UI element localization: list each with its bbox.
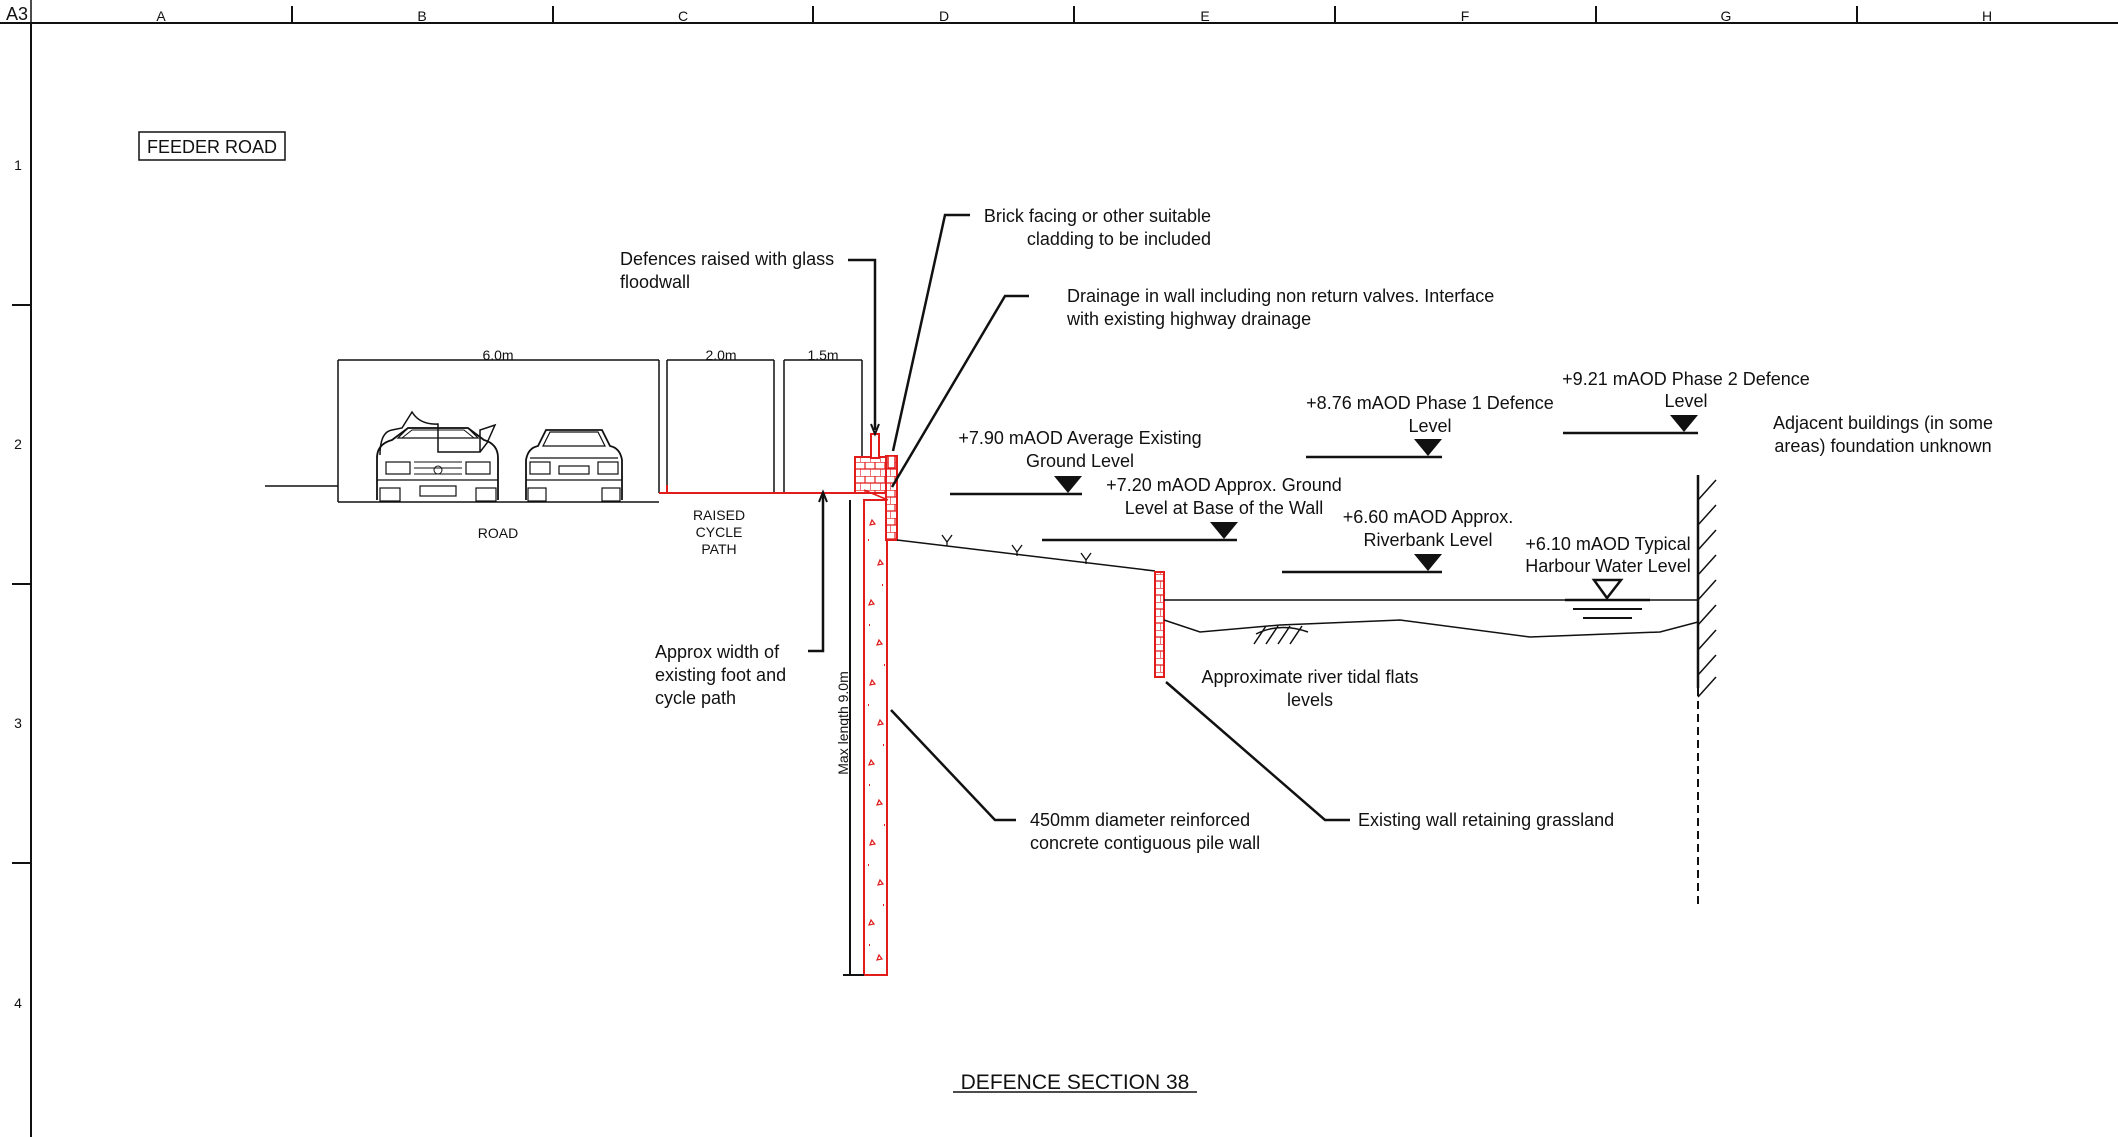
- row-label: 4: [14, 995, 22, 1011]
- row-label: 1: [14, 157, 22, 173]
- column-label: A: [156, 8, 166, 24]
- svg-text:Defences raised with glass: Defences raised with glass: [620, 249, 834, 269]
- column-label: G: [1721, 8, 1732, 24]
- column-label: D: [939, 8, 949, 24]
- drawing-title: DEFENCE SECTION 38: [953, 1071, 1197, 1094]
- svg-text:Ground Level: Ground Level: [1026, 451, 1134, 471]
- svg-text:cladding to be included: cladding to be included: [1027, 229, 1211, 249]
- column-label: B: [417, 8, 426, 24]
- column-grid: A B C D E F G H: [156, 6, 1992, 24]
- svg-text:FEEDER ROAD: FEEDER ROAD: [147, 137, 277, 157]
- ground-surface: [896, 534, 1156, 572]
- level-marker-phase2: [1563, 415, 1698, 435]
- level-marker-riverbank: [1282, 554, 1442, 574]
- svg-text:Level: Level: [1408, 416, 1451, 436]
- svg-text:floodwall: floodwall: [620, 272, 690, 292]
- callout-drainage: Drainage in wall including non return va…: [1066, 286, 1494, 329]
- svg-text:concrete contiguous pile wall: concrete contiguous pile wall: [1030, 833, 1260, 853]
- svg-text:+7.90 mAOD Average Existing: +7.90 mAOD Average Existing: [958, 428, 1201, 448]
- level-text-riverbank: +6.60 mAOD Approx. Riverbank Level: [1343, 507, 1514, 550]
- svg-text:Brick facing or other suitable: Brick facing or other suitable: [984, 206, 1211, 226]
- level-marker-avg-ground: [950, 476, 1082, 496]
- level-text-phase2: +9.21 mAOD Phase 2 Defence Level: [1562, 369, 1810, 411]
- svg-text:levels: levels: [1287, 690, 1333, 710]
- svg-text:+9.21 mAOD Phase 2 Defence: +9.21 mAOD Phase 2 Defence: [1562, 369, 1810, 389]
- svg-text:Approximate river tidal flats: Approximate river tidal flats: [1201, 667, 1418, 687]
- car-front-icon: [376, 410, 499, 502]
- svg-text:Level at Base of the Wall: Level at Base of the Wall: [1125, 498, 1323, 518]
- svg-text:Adjacent buildings (in some: Adjacent buildings (in some: [1773, 413, 1993, 433]
- level-marker-base-of-wall: [1042, 522, 1238, 542]
- road-section: 6.0m 2.0m 1.5m ROAD RAISED CYCLE PATH: [265, 347, 863, 557]
- level-marker-harbour-water: [1565, 578, 1650, 619]
- max-length-label: Max length 9.0m: [835, 671, 851, 775]
- cycle-path-label: RAISED: [693, 507, 745, 523]
- svg-text:cycle path: cycle path: [655, 688, 736, 708]
- svg-text:+6.60 mAOD Approx.: +6.60 mAOD Approx.: [1343, 507, 1514, 527]
- column-label: E: [1200, 8, 1209, 24]
- svg-text:Drainage in wall including non: Drainage in wall including non return va…: [1067, 286, 1494, 306]
- pile-wall: [854, 433, 898, 976]
- leader-lines: [808, 213, 1350, 822]
- row-label: 3: [14, 715, 22, 731]
- road-label: ROAD: [478, 525, 518, 541]
- svg-text:Level: Level: [1664, 391, 1707, 411]
- car-rear-icon: [525, 429, 623, 502]
- svg-text:DEFENCE SECTION 38: DEFENCE SECTION 38: [961, 1071, 1190, 1094]
- column-label: F: [1461, 8, 1470, 24]
- dimension-footpath-width: 1.5m: [807, 347, 838, 363]
- callout-glass-floodwall: Defences raised with glass floodwall: [620, 249, 834, 292]
- svg-text:areas) foundation unknown: areas) foundation unknown: [1774, 436, 1991, 456]
- existing-wall: [1154, 571, 1165, 678]
- cycle-path-label: CYCLE: [696, 524, 743, 540]
- level-marker-phase1: [1306, 439, 1442, 459]
- dimension-road-width: 6.0m: [482, 347, 513, 363]
- dimension-cycle-path-width: 2.0m: [705, 347, 736, 363]
- level-text-avg-ground: +7.90 mAOD Average Existing Ground Level: [958, 428, 1201, 471]
- feeder-road-tag: FEEDER ROAD: [138, 131, 286, 161]
- level-text-harbour-water: +6.10 mAOD Typical Harbour Water Level: [1525, 534, 1690, 576]
- svg-text:Harbour Water Level: Harbour Water Level: [1525, 556, 1690, 576]
- callout-pile-wall: 450mm diameter reinforced concrete conti…: [1030, 810, 1260, 853]
- row-grid: 1 2 3 4: [12, 157, 31, 1011]
- callout-buildings: Adjacent buildings (in some areas) found…: [1773, 413, 1993, 456]
- cycle-path-label: PATH: [701, 541, 736, 557]
- callout-brick-facing: Brick facing or other suitable cladding …: [984, 206, 1211, 249]
- column-label: H: [1982, 8, 1992, 24]
- svg-text:Riverbank Level: Riverbank Level: [1363, 530, 1492, 550]
- callout-tidal-flats: Approximate river tidal flats levels: [1201, 667, 1418, 710]
- svg-text:Existing wall retaining grassl: Existing wall retaining grassland: [1358, 810, 1614, 830]
- svg-text:Approx width of: Approx width of: [655, 642, 780, 662]
- level-text-base-of-wall: +7.20 mAOD Approx. Ground Level at Base …: [1106, 475, 1342, 518]
- level-text-phase1: +8.76 mAOD Phase 1 Defence Level: [1306, 393, 1554, 436]
- svg-text:existing foot and: existing foot and: [655, 665, 786, 685]
- svg-text:+6.10 mAOD Typical: +6.10 mAOD Typical: [1525, 534, 1690, 554]
- callout-path-width: Approx width of existing foot and cycle …: [655, 642, 786, 708]
- row-label: 2: [14, 436, 22, 452]
- column-label: C: [678, 8, 688, 24]
- callout-existing-wall: Existing wall retaining grassland: [1358, 810, 1614, 830]
- sheet-size-label: A3: [6, 4, 28, 24]
- svg-text:+7.20 mAOD Approx. Ground: +7.20 mAOD Approx. Ground: [1106, 475, 1342, 495]
- svg-text:with existing highway drainage: with existing highway drainage: [1066, 309, 1311, 329]
- svg-text:450mm diameter reinforced: 450mm diameter reinforced: [1030, 810, 1250, 830]
- max-length-dimension: Max length 9.0m: [835, 500, 864, 976]
- svg-text:+8.76 mAOD Phase 1 Defence: +8.76 mAOD Phase 1 Defence: [1306, 393, 1554, 413]
